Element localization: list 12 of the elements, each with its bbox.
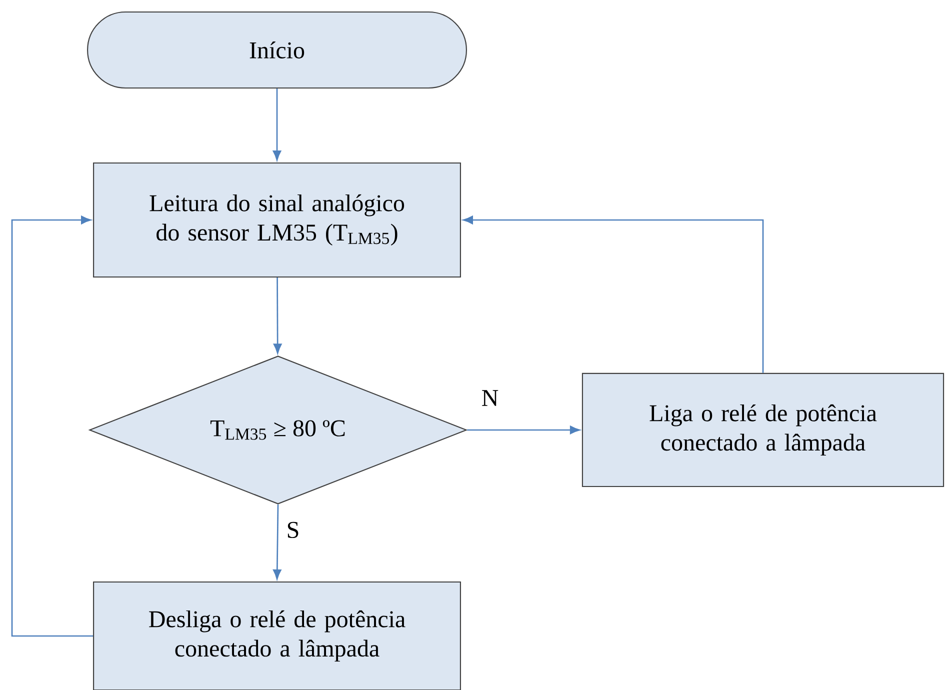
arrow — [467, 426, 580, 434]
arrow — [11, 216, 93, 637]
arrow — [272, 88, 282, 160]
process-box: Liga o relé de potência conectado a lâmpada — [582, 372, 944, 488]
edge-label: S — [285, 520, 301, 540]
process-box: Leitura do sinal analógico do sensor LM35 (T$_{LM35}$) — [93, 162, 461, 278]
arrow — [273, 504, 282, 580]
edge-label: N — [480, 388, 500, 408]
arrow — [463, 216, 764, 373]
start-terminal: Início — [87, 11, 467, 89]
process-box: Desliga o relé de potência conectado a lâmpada — [93, 581, 461, 690]
arrow — [273, 278, 282, 354]
